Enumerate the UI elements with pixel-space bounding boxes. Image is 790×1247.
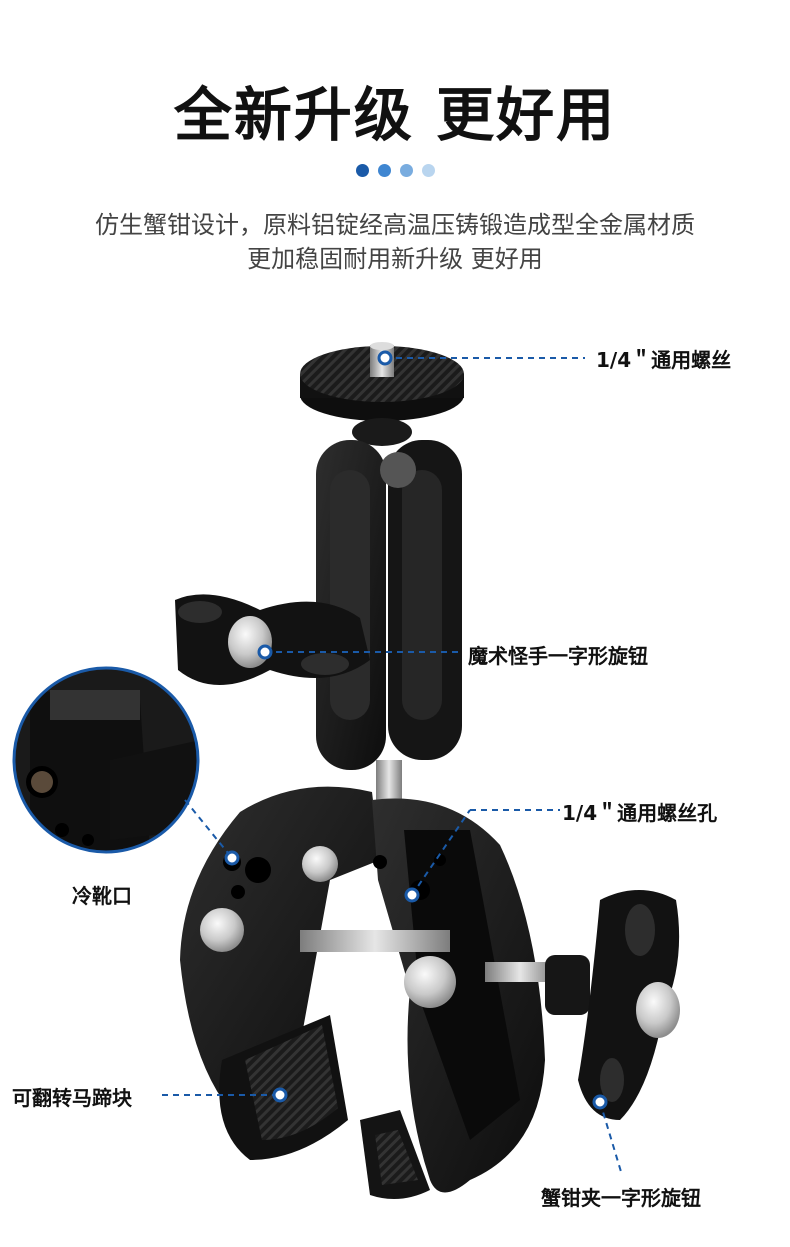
progress-dots [0, 164, 790, 177]
label-screw-hole: 1/4＂通用螺丝孔 [562, 801, 718, 825]
label-clamp-knob: 蟹钳夹一字形旋钮 [541, 1186, 701, 1210]
clamp-knob [545, 890, 680, 1120]
cold-shoe-zoom [12, 666, 200, 854]
label-pad: 可翻转马蹄块 [12, 1086, 132, 1110]
label-cold-shoe: 冷靴口 [72, 884, 132, 908]
arm-knob [175, 594, 370, 685]
dot-4 [421, 164, 435, 177]
subtitle-line-1: 仿生蟹钳设计，原料铝锭经高温压铸锻造成型全金属材质 [95, 211, 695, 239]
callout-points [224, 350, 608, 1110]
label-screw: 1/4＂通用螺丝 [596, 348, 732, 372]
subtitle-line-2: 更加稳固耐用新升级 更好用 [247, 245, 543, 273]
dot-3 [399, 164, 413, 177]
callouts [162, 357, 623, 1176]
dot-2 [377, 164, 391, 177]
headline: 全新升级 更好用 [173, 81, 617, 149]
label-knob-arm: 魔术怪手一字形旋钮 [468, 644, 648, 668]
horse-hoof-pad [219, 1015, 430, 1199]
dot-1 [355, 164, 369, 177]
subtitle: 仿生蟹钳设计，原料铝锭经高温压铸锻造成型全金属材质 更加稳固耐用新升级 更好用 [0, 208, 790, 276]
magic-arm [316, 440, 462, 770]
